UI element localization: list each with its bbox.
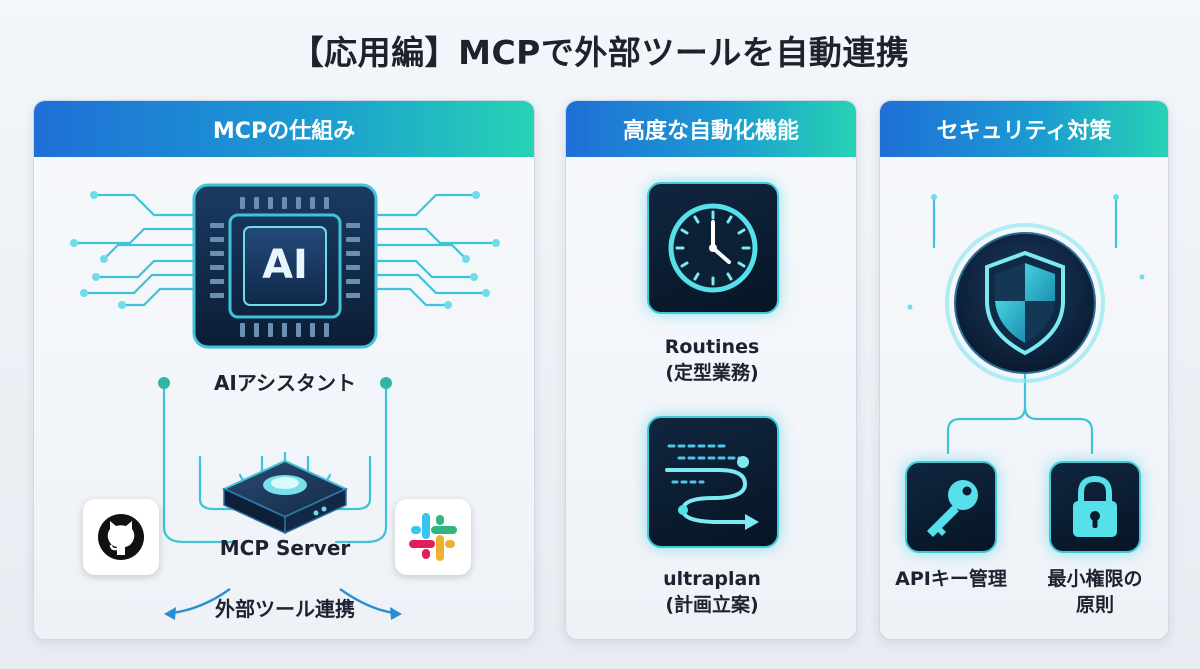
ultraplan-label: ultraplan <box>663 568 761 590</box>
mcp-server-label: MCP Server <box>219 536 351 560</box>
ultraplan-tile <box>647 416 779 548</box>
least-privilege-tile <box>1049 461 1141 553</box>
padlock-icon <box>1073 475 1117 537</box>
panel-mcp-architecture: MCPの仕組み <box>33 100 535 640</box>
clock-icon <box>668 203 758 293</box>
least-privilege-sublabel: 原則 <box>1075 594 1114 616</box>
circuit-lines <box>70 191 500 620</box>
page-title: 【応用編】MCPで外部ツールを自動連携 <box>290 33 910 72</box>
external-tools-label: 外部ツール連携 <box>215 597 355 621</box>
panel-security: セキュリティ対策 <box>879 100 1169 640</box>
api-key-tile <box>905 461 997 553</box>
routines-sublabel: (定型業務) <box>665 362 759 384</box>
panel-header-security: セキュリティ対策 <box>880 101 1168 157</box>
least-privilege-label: 最小権限の <box>1047 568 1143 590</box>
panel-header-mcp: MCPの仕組み <box>34 101 534 157</box>
mcp-server-icon <box>221 459 349 535</box>
routines-tile <box>647 182 779 314</box>
security-connectors <box>907 194 1145 455</box>
api-key-label: APIキー管理 <box>895 568 1007 590</box>
ultraplan-sublabel: (計画立案) <box>665 594 759 616</box>
ai-chip-label: AI <box>262 242 308 288</box>
slack-icon <box>409 513 457 561</box>
github-icon <box>98 514 144 560</box>
shield-icon <box>945 223 1105 383</box>
ai-chip-icon <box>192 183 378 349</box>
slack-tile <box>395 499 471 575</box>
panel-advanced-automation: 高度な自動化機能 Routines (定型業務) <box>565 100 857 640</box>
github-tile <box>83 499 159 575</box>
ai-assistant-label: AIアシスタント <box>213 371 357 395</box>
key-icon <box>927 480 978 537</box>
routines-label: Routines <box>664 336 760 358</box>
route-plan-icon <box>665 444 759 530</box>
panel-header-automation: 高度な自動化機能 <box>566 101 856 157</box>
